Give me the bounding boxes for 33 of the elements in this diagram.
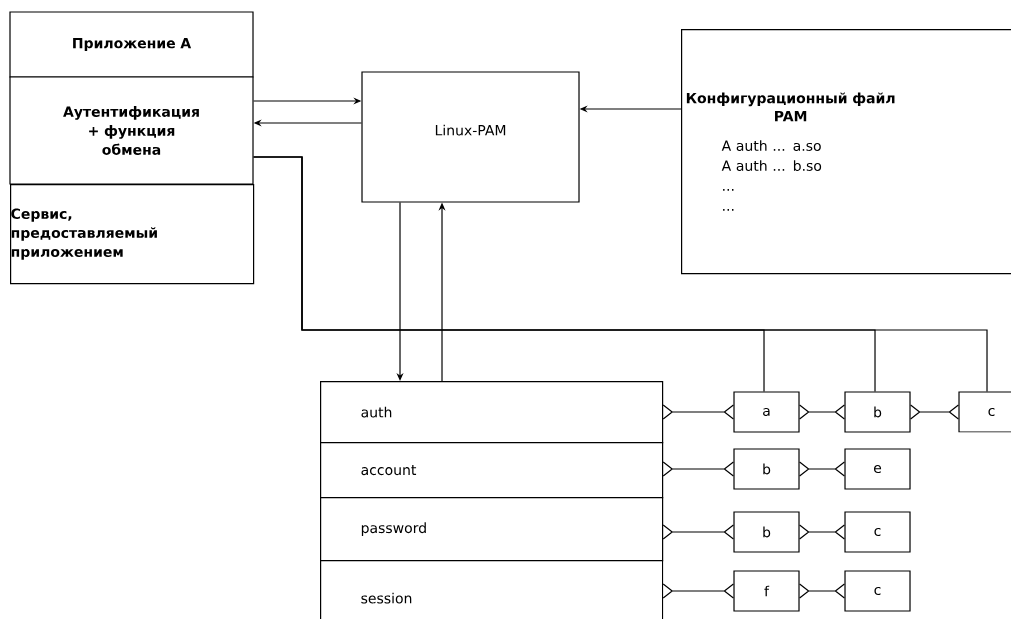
file-heading: Конфигурационный файл PAM [686,92,895,122]
module-box: a [733,391,800,433]
crows-foot-connector [662,524,734,540]
crows-foot-connector [799,461,845,477]
module-box: b [733,511,800,553]
config-line: A auth ... b.so [721,160,822,171]
module-type-row: password [320,497,664,562]
config-line: ... [723,209,734,211]
crows-foot-connector [662,461,734,477]
app-header-box: Приложение A [9,11,254,78]
config-line: ... [723,189,734,191]
module-box: f [733,570,800,612]
config-line: A auth ... a.so [721,140,821,151]
crows-foot-connector [799,524,845,540]
auth-function-box: Аутентификация + функция обмена [9,76,254,185]
module-box: b [844,391,911,433]
config-file-box [681,29,1011,275]
module-type-row: session [320,560,664,619]
crows-foot-connector [799,583,845,599]
module-type-row: auth [320,381,664,444]
pam-box: Linux-PAM [361,71,580,203]
crows-foot-connector [662,583,734,599]
module-box: c [844,570,911,612]
module-type-row: account [320,442,664,499]
crows-foot-connector [662,404,734,420]
module-box: c [958,391,1011,433]
module-box: b [733,448,800,490]
module-box: c [844,511,911,553]
service-box: Сервис, предоставляемый приложением [10,184,255,285]
module-box: e [844,448,911,490]
connector-line [253,156,988,392]
crows-foot-connector [799,404,845,420]
crows-foot-connector [910,404,959,420]
